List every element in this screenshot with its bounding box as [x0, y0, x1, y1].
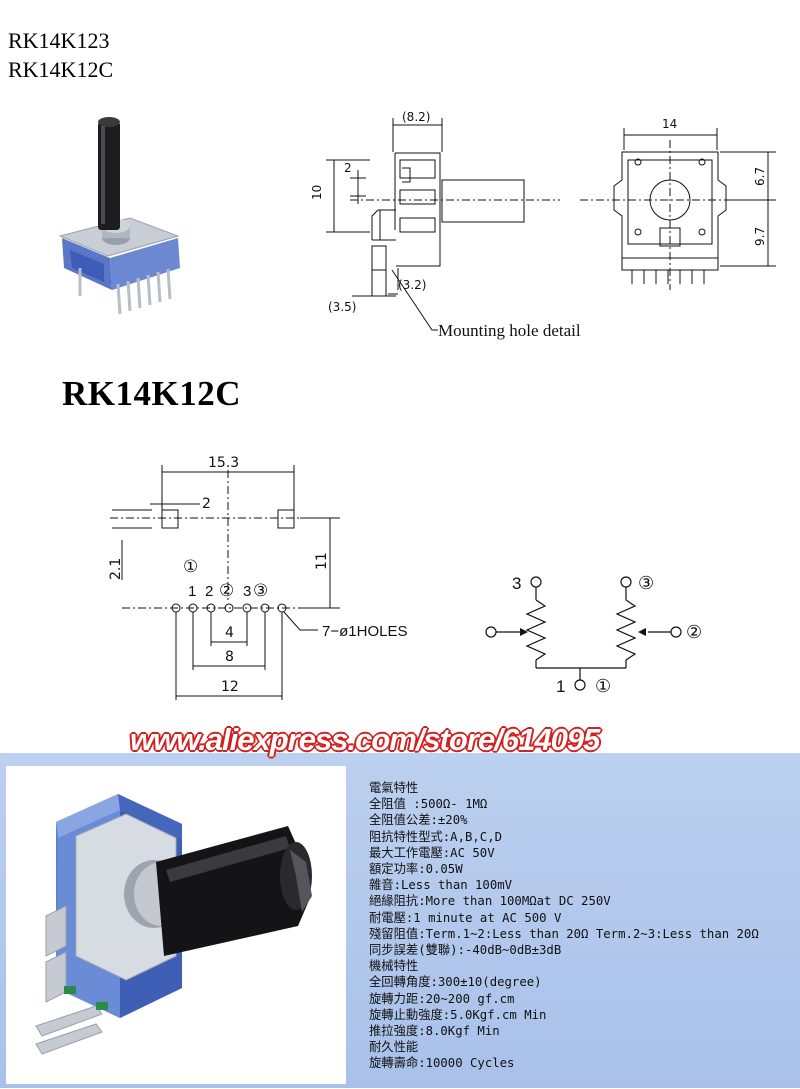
pin-circle-3-label: ③ [253, 581, 268, 600]
spec-line: 耐電壓:1 minute at AC 500 V [369, 910, 562, 925]
technical-drawings: (8.2) 2 10 (3.2) (3.5) Mounting hole det… [58, 110, 776, 700]
product-photo-small [58, 117, 180, 315]
watermark-url: www.aliexpress.com/store/614095 [130, 722, 600, 757]
holes-label: 7−ø1HOLES [322, 623, 407, 640]
schematic-right-top: ③ [638, 573, 654, 593]
schematic-bottom-circle: ① [595, 676, 611, 696]
spec-line: 阻抗特性型式:A,B,C,D [369, 829, 503, 844]
spec-line: 全回轉角度:300±10(degree) [369, 975, 542, 990]
spec-line: 旋轉止動強度:5.0Kgf.cm Min [369, 1007, 547, 1022]
dim-6-7: 6.7 [753, 167, 767, 186]
footprint-drawing [110, 465, 340, 700]
section-title: RK14K12C [62, 374, 241, 413]
spec-line: 雜音:Less than 100mV [369, 878, 513, 893]
dim-2-foot: 2 [202, 496, 211, 512]
dim-4: 4 [225, 625, 234, 641]
spec-line: 旋轉壽命:10000 Cycles [369, 1056, 515, 1071]
front-view-drawing [580, 128, 776, 290]
schematic-bottom-num: 1 [556, 677, 565, 696]
model-name-1: RK14K123 [8, 28, 110, 53]
dim-8-2: (8.2) [402, 110, 430, 124]
spec-line: 絕緣阻抗:More than 100MΩat DC 250V [369, 894, 611, 909]
left-wiper-arrow [520, 628, 528, 636]
dim-2-1: 2.1 [108, 558, 124, 580]
spec-line: 推拉強度:8.0Kgf Min [369, 1024, 500, 1039]
dim-8: 8 [225, 649, 234, 665]
right-wiper-arrow [638, 628, 646, 636]
schematic-drawing [485, 576, 682, 691]
dim-11: 11 [314, 552, 330, 570]
spec-line: 全阻值公差:±20% [369, 813, 468, 828]
spec-line: 機械特性 [369, 959, 419, 974]
spec-line: 電氣特性 [369, 781, 419, 795]
spec-line: 旋轉力距:20~200 gf.cm [369, 991, 515, 1006]
dim-14: 14 [662, 117, 677, 131]
dim-9-7: 9.7 [753, 227, 767, 246]
spec-line: 殘留阻值:Term.1~2:Less than 20Ω Term.2~3:Les… [369, 926, 759, 941]
dim-2-side: 2 [344, 161, 352, 175]
spec-line: 同步誤差(雙聯):-40dB~0dB±3dB [369, 943, 562, 958]
spec-line: 耐久性能 [369, 1040, 419, 1055]
product-photo-large [35, 794, 312, 1055]
schematic-right-mid: ② [686, 622, 702, 642]
pin-1-label: 1 [188, 583, 196, 600]
spec-line: 全阻值 :500Ω- 1MΩ [369, 797, 488, 812]
dim-15-3: 15.3 [208, 455, 239, 471]
dim-10: 10 [310, 185, 324, 200]
spec-line: 最大工作電壓:AC 50V [369, 845, 495, 860]
spec-list: 電氣特性 全阻值 :500Ω- 1MΩ 全阻值公差:±20% 阻抗特性型式:A,… [369, 780, 759, 1072]
model-name-2: RK14K12C [8, 57, 114, 82]
pin-circle-1-label: ① [183, 557, 198, 576]
model-list: RK14K123 RK14K12C [8, 26, 113, 84]
product-photo-large-frame [6, 766, 346, 1084]
mounting-hole-label: Mounting hole detail [438, 321, 581, 340]
dim-3-2: (3.2) [398, 278, 426, 292]
dim-3-5: (3.5) [328, 300, 356, 314]
pin-2-label: 2 [205, 583, 213, 600]
pin-circle-2-label: ② [219, 581, 234, 600]
side-view-drawing [326, 118, 560, 331]
dim-12: 12 [221, 679, 239, 695]
pin-3-label: 3 [243, 583, 251, 600]
spec-line: 額定功率:0.05W [369, 862, 463, 877]
schematic-left-top: 3 [512, 574, 521, 593]
